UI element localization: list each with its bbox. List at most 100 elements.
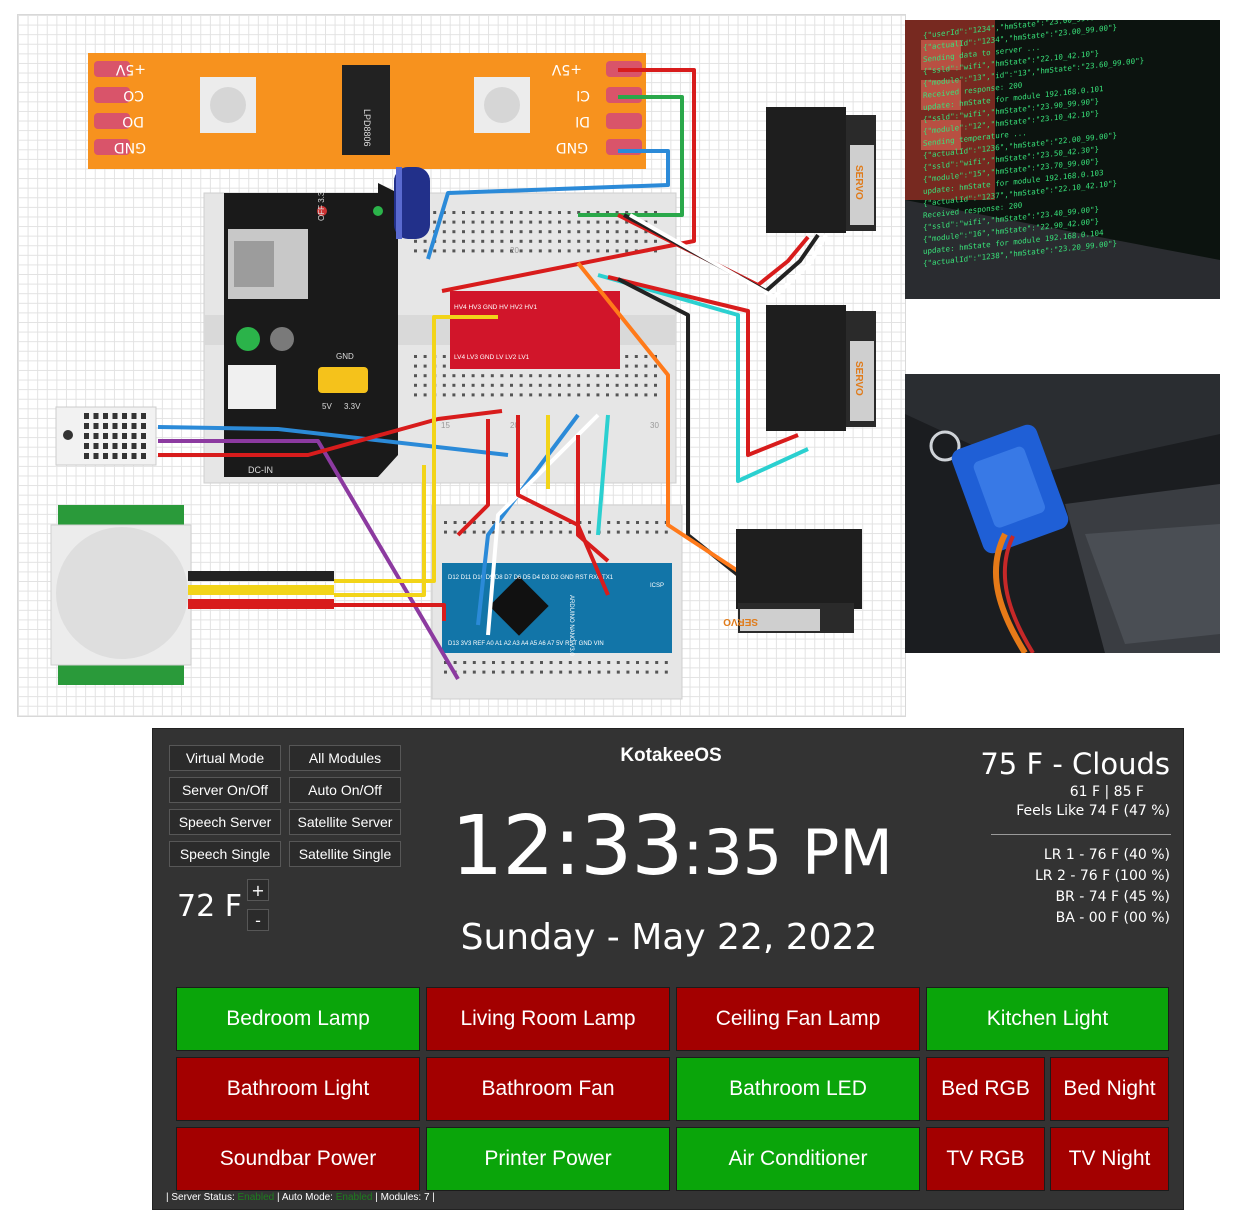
breadboard-hole xyxy=(596,249,600,253)
printer-power-button[interactable]: Printer Power xyxy=(426,1127,670,1191)
breadboard-hole xyxy=(481,249,485,253)
breadboard-hole xyxy=(636,661,639,664)
breadboard-hole xyxy=(568,661,572,664)
auto-toggle-button[interactable]: Auto On/Off xyxy=(289,777,401,803)
breadboard-hole xyxy=(538,220,542,224)
breadboard-hole xyxy=(586,230,590,234)
breadboard-hole xyxy=(616,661,620,664)
pin-label: CO xyxy=(123,87,144,103)
breadboard-hole xyxy=(596,220,600,224)
dht-vent xyxy=(141,443,146,449)
breadboard-hole xyxy=(538,374,542,378)
breadboard-hole xyxy=(588,521,591,524)
breadboard-hole xyxy=(654,374,657,378)
breadboard-hole xyxy=(625,383,629,387)
all-modules-button[interactable]: All Modules xyxy=(289,745,401,771)
breadboard-hole xyxy=(414,393,417,397)
breadboard-hole xyxy=(414,364,417,368)
dht-vent xyxy=(93,423,99,429)
breadboard-hole xyxy=(414,374,417,378)
bb-col-label: 15 xyxy=(441,421,450,430)
server-toggle-button[interactable]: Server On/Off xyxy=(169,777,281,803)
bb-col-label: 20 xyxy=(510,421,519,430)
breadboard-hole xyxy=(463,521,467,524)
breadboard-hole xyxy=(490,249,494,253)
dht-vent xyxy=(122,413,127,419)
breadboard-hole xyxy=(655,661,659,664)
breadboard-hole xyxy=(530,670,534,674)
bed-rgb-button[interactable]: Bed RGB xyxy=(926,1057,1045,1121)
weather-feels-like: Feels Like 74 F (47 %) xyxy=(1016,803,1170,819)
breadboard-hole xyxy=(490,230,494,234)
temp-decrease-button[interactable]: - xyxy=(247,909,269,931)
breadboard-hole xyxy=(472,521,476,524)
temp-increase-button[interactable]: + xyxy=(247,879,269,901)
bedroom-lamp-button[interactable]: Bedroom Lamp xyxy=(176,987,420,1051)
breadboard-hole xyxy=(645,530,649,534)
breadboard-hole xyxy=(654,220,657,224)
speech-server-button[interactable]: Speech Server xyxy=(169,809,281,835)
breadboard-hole xyxy=(586,211,590,214)
breadboard-hole xyxy=(433,249,437,253)
bed-night-button[interactable]: Bed Night xyxy=(1050,1057,1169,1121)
breadboard-hole xyxy=(519,211,523,214)
wires xyxy=(157,68,828,681)
breadboard-hole xyxy=(559,521,563,524)
clock-hours-minutes: 12:33 xyxy=(451,799,683,894)
breadboard-hole xyxy=(567,374,571,378)
breadboard-hole xyxy=(442,239,446,243)
breadboard-hole xyxy=(501,530,505,534)
virtual-mode-button[interactable]: Virtual Mode xyxy=(169,745,281,771)
breadboard-hole xyxy=(596,211,600,214)
breadboard-hole xyxy=(586,239,590,243)
breadboard-hole xyxy=(519,374,523,378)
dht-vent xyxy=(141,423,146,429)
dht-vent xyxy=(112,433,118,439)
breadboard-hole xyxy=(463,530,467,534)
kitchen-light-button[interactable]: Kitchen Light xyxy=(926,987,1169,1051)
breadboard-hole xyxy=(540,670,543,674)
breadboard-hole xyxy=(607,521,611,524)
breadboard-hole xyxy=(567,383,571,387)
breadboard-hole xyxy=(482,521,486,524)
dht-grille xyxy=(84,413,146,459)
indoor-temperature: 72 F xyxy=(177,889,242,924)
breadboard-hole xyxy=(588,670,591,674)
breadboard-hole xyxy=(442,211,446,214)
breadboard-hole xyxy=(510,383,513,387)
soundbar-power-button[interactable]: Soundbar Power xyxy=(176,1127,420,1191)
satellite-server-button[interactable]: Satellite Server xyxy=(289,809,401,835)
dht-vent xyxy=(122,453,127,459)
breadboard-hole xyxy=(597,661,601,664)
breadboard-hole xyxy=(645,661,649,664)
breadboard-hole xyxy=(492,530,495,534)
breadboard-hole xyxy=(500,230,504,234)
air-conditioner-button[interactable]: Air Conditioner xyxy=(676,1127,920,1191)
dht-vent xyxy=(131,453,137,459)
servo-photo-svg xyxy=(905,374,1220,653)
tv-rgb-button[interactable]: TV RGB xyxy=(926,1127,1045,1191)
dht-vent xyxy=(112,453,118,459)
ceiling-fan-lamp-button[interactable]: Ceiling Fan Lamp xyxy=(676,987,920,1051)
breadboard-hole xyxy=(453,530,457,534)
bathroom-fan-button[interactable]: Bathroom Fan xyxy=(426,1057,670,1121)
breadboard-hole xyxy=(482,661,486,664)
breadboard-hole xyxy=(644,211,648,214)
breadboard-hole xyxy=(452,230,456,234)
satellite-single-button[interactable]: Satellite Single xyxy=(289,841,401,867)
breadboard-hole xyxy=(452,211,456,214)
breadboard-hole xyxy=(462,249,465,253)
breadboard-hole xyxy=(577,374,581,378)
bathroom-light-button[interactable]: Bathroom Light xyxy=(176,1057,420,1121)
breadboard-hole xyxy=(558,239,561,243)
breadboard-hole xyxy=(490,220,494,224)
status-bar: | Server Status: Enabled | Auto Mode: En… xyxy=(166,1192,435,1203)
speech-single-button[interactable]: Speech Single xyxy=(169,841,281,867)
breadboard-hole xyxy=(625,374,629,378)
living-room-lamp-button[interactable]: Living Room Lamp xyxy=(426,987,670,1051)
dht-vent xyxy=(112,413,118,419)
tv-night-button[interactable]: TV Night xyxy=(1050,1127,1169,1191)
dht-vent xyxy=(103,423,108,429)
bathroom-led-button[interactable]: Bathroom LED xyxy=(676,1057,920,1121)
breadboard-hole xyxy=(664,670,668,674)
